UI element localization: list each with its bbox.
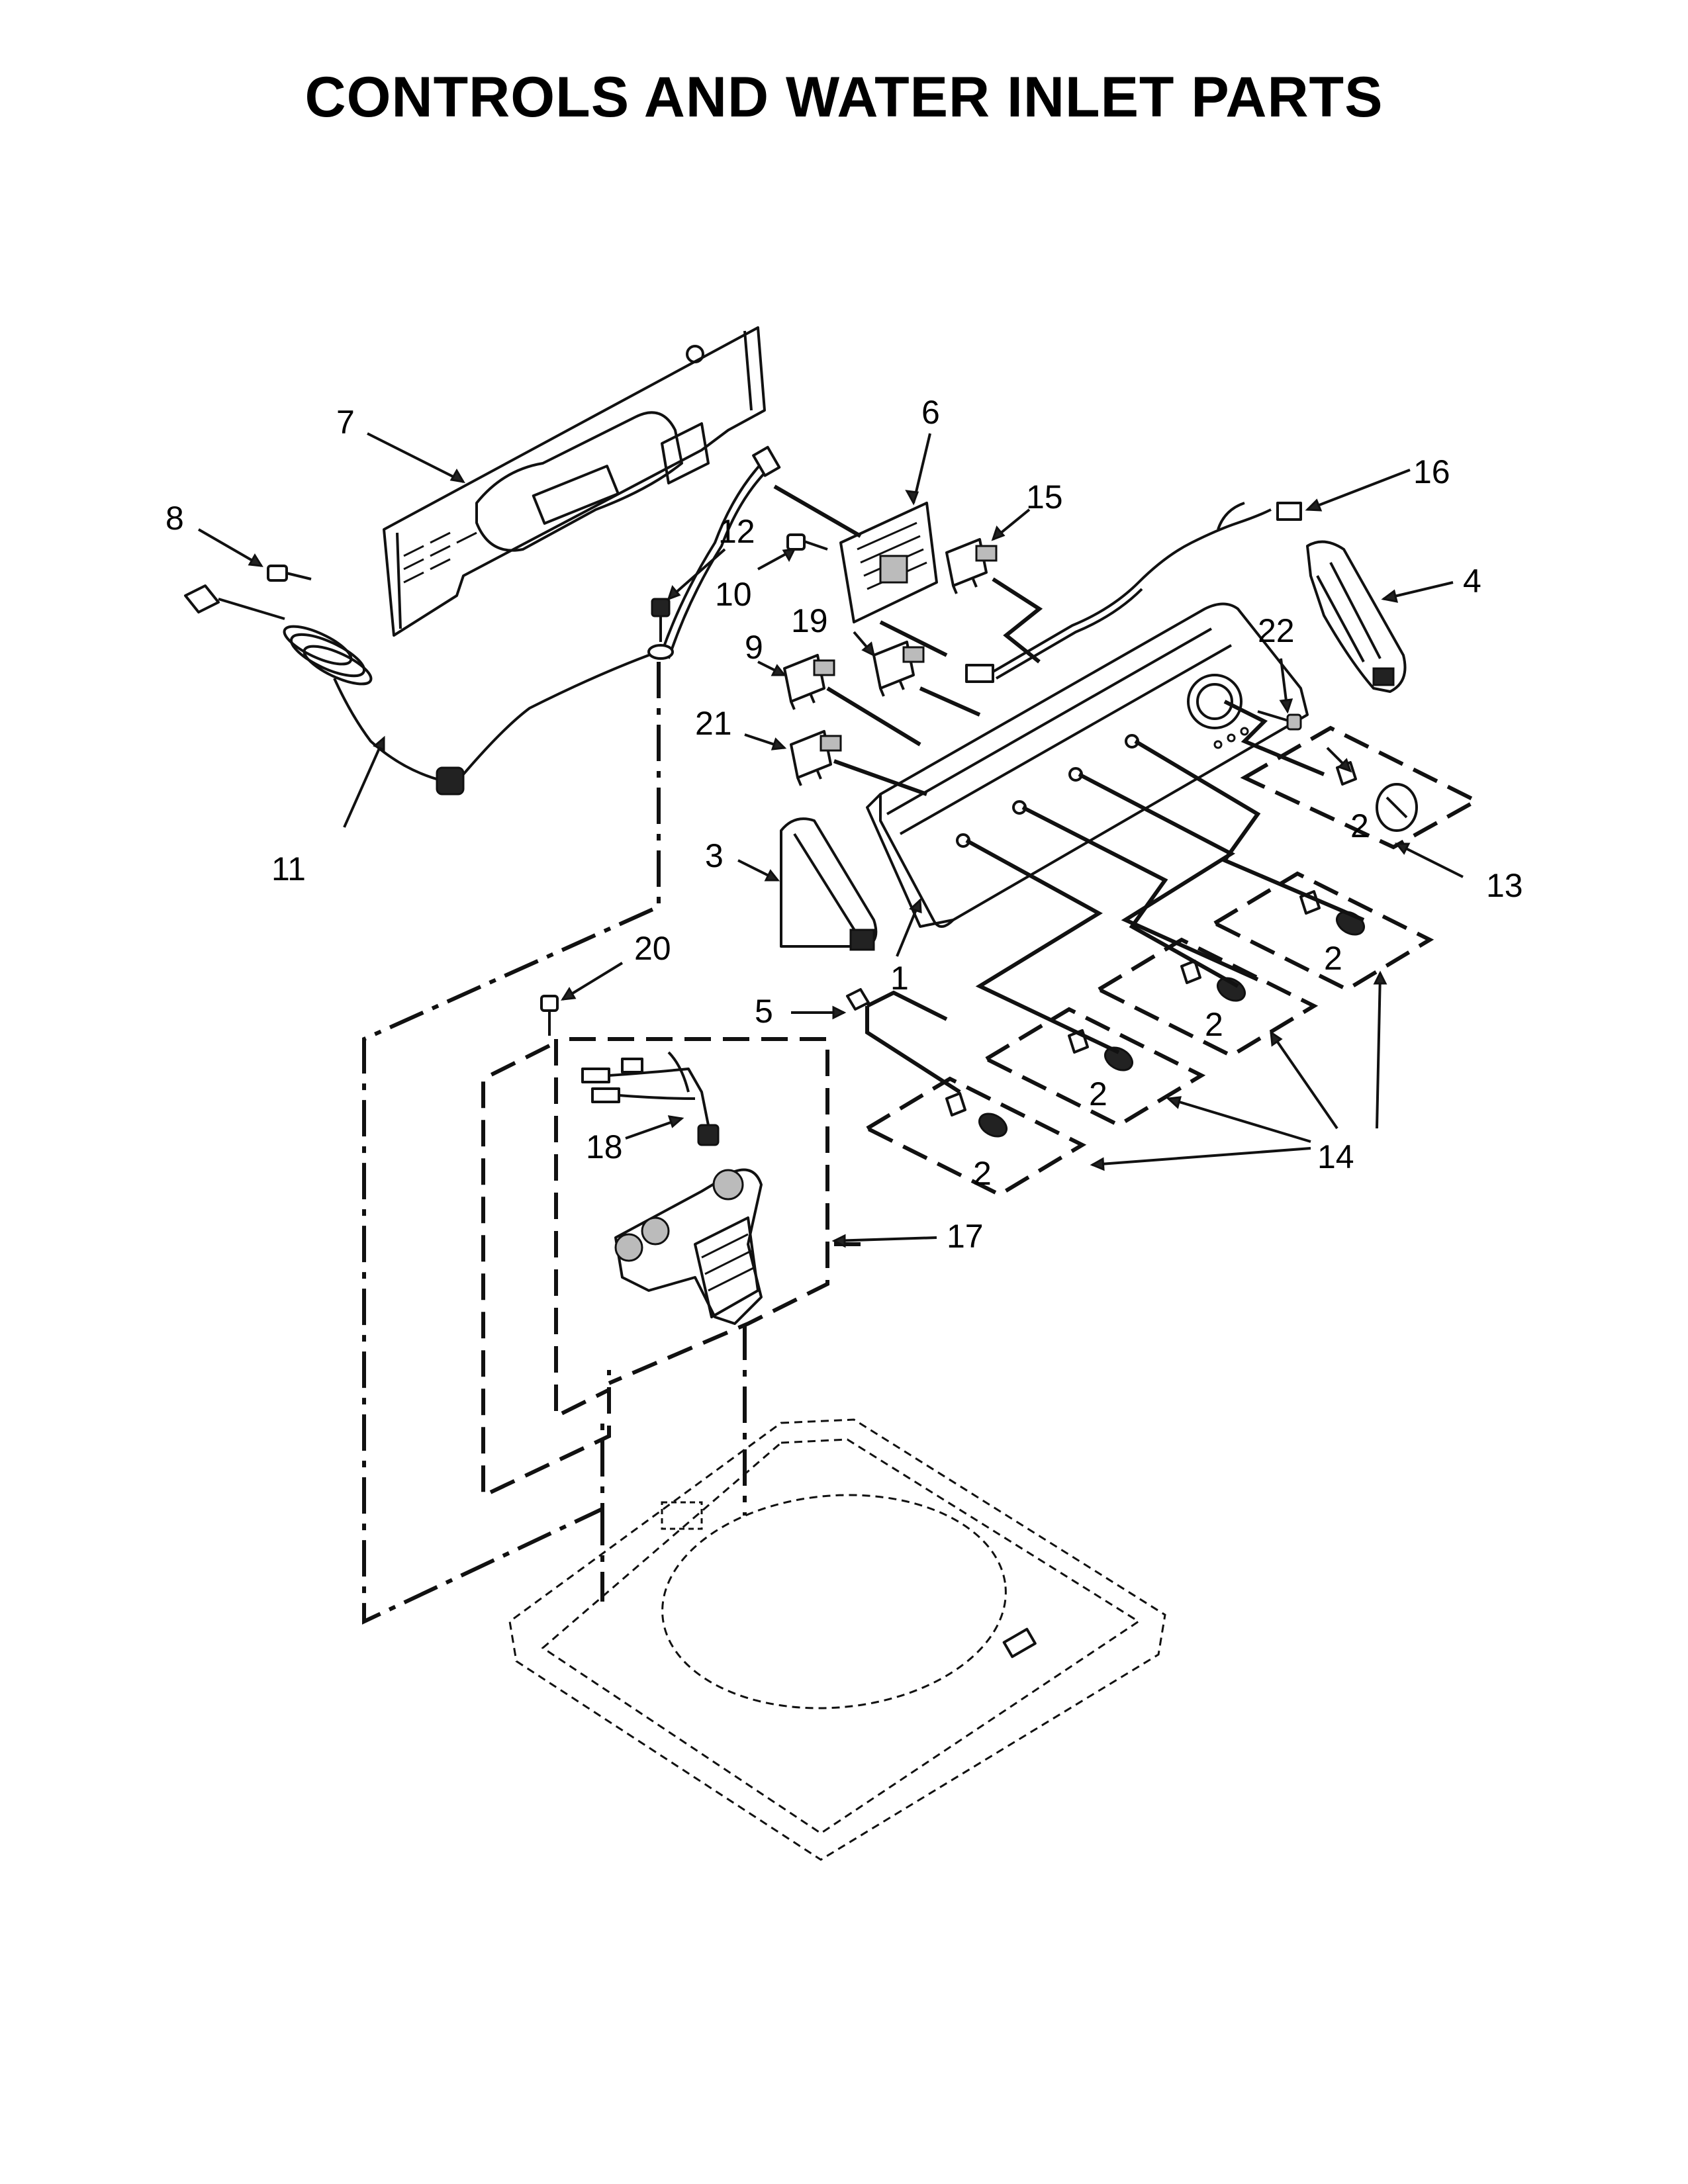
- callout-18: 18: [586, 1128, 623, 1165]
- callout-2-e: 2: [973, 1155, 992, 1192]
- part-12-screw[interactable]: [647, 598, 674, 660]
- callout-11: 11: [271, 850, 306, 887]
- part-21-switch[interactable]: [790, 730, 842, 786]
- cabinet-top: [508, 1418, 1166, 1861]
- knob-group-14b[interactable]: [1094, 937, 1319, 1058]
- knob-group-14d[interactable]: [863, 1076, 1087, 1197]
- callout-2-d: 2: [1089, 1075, 1107, 1113]
- part-9-switch[interactable]: [783, 654, 835, 710]
- callout-17: 17: [947, 1218, 984, 1255]
- callout-3: 3: [705, 837, 724, 874]
- knob-group-14c[interactable]: [982, 1007, 1206, 1128]
- callout-9: 9: [745, 629, 763, 666]
- part-15-switch[interactable]: [945, 538, 998, 594]
- part-19-switch[interactable]: [872, 641, 925, 697]
- assembly-lines: [773, 484, 1365, 1094]
- callout-labels: 7 8 6 15 16 4 12 10 19 22 9 21 11 3 1 5 …: [165, 394, 1523, 1255]
- callout-22: 22: [1258, 612, 1295, 649]
- knob-group-14a[interactable]: [1210, 871, 1434, 992]
- callout-15: 15: [1026, 478, 1063, 516]
- callout-1: 1: [890, 960, 909, 997]
- callout-12: 12: [718, 513, 755, 550]
- callout-20: 20: [634, 930, 671, 967]
- part-5-clip[interactable]: [846, 988, 870, 1011]
- part-22-screw[interactable]: [1257, 710, 1302, 731]
- part-17-inlet-assembly[interactable]: [614, 1168, 763, 1325]
- part-1-console[interactable]: [866, 602, 1309, 928]
- callout-8: 8: [165, 500, 184, 537]
- part-16-wire-harness[interactable]: [965, 502, 1302, 683]
- part-4-end-cap[interactable]: [1306, 540, 1407, 693]
- part-6-control-board[interactable]: [839, 502, 938, 623]
- part-3-end-cap[interactable]: [780, 817, 878, 951]
- callout-16: 16: [1413, 453, 1450, 490]
- part-10-screw[interactable]: [786, 533, 828, 551]
- callout-2-a: 2: [1350, 807, 1369, 844]
- part-8-screw[interactable]: [267, 565, 312, 582]
- part-7-rear-panel[interactable]: [383, 326, 766, 637]
- callout-10: 10: [715, 576, 752, 613]
- callout-14: 14: [1317, 1138, 1354, 1175]
- part-18-wire-harness[interactable]: [581, 1051, 720, 1146]
- callout-13: 13: [1486, 867, 1523, 904]
- callout-5: 5: [755, 993, 773, 1030]
- part-20-screw[interactable]: [540, 995, 559, 1036]
- routing-lines: [362, 662, 861, 1625]
- part-11-power-cord[interactable]: [184, 445, 781, 796]
- callout-4: 4: [1463, 563, 1481, 600]
- leader-lines: [197, 432, 1464, 1248]
- callout-6: 6: [921, 394, 940, 431]
- page-title: CONTROLS AND WATER INLET PARTS: [305, 66, 1383, 129]
- callout-7: 7: [336, 404, 355, 441]
- callout-2-b: 2: [1324, 940, 1342, 977]
- callout-2-c: 2: [1205, 1006, 1223, 1043]
- callout-21: 21: [695, 705, 732, 742]
- callout-19: 19: [791, 602, 828, 639]
